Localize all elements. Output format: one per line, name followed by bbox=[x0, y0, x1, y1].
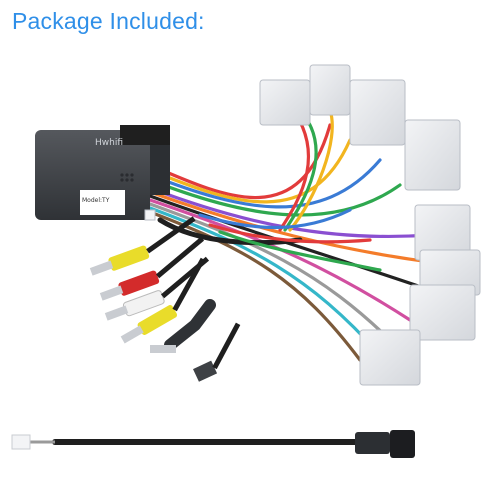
package-included-heading: Package Included: bbox=[12, 8, 205, 34]
module-model-line: Model:TY bbox=[82, 197, 110, 204]
decoder-box: Hwhifi Model:TY bbox=[35, 125, 170, 220]
harness-connectors bbox=[144, 64, 481, 386]
adapter-cable bbox=[11, 430, 415, 458]
rca-plugs bbox=[89, 216, 241, 382]
module-brand: Hwhifi bbox=[95, 138, 123, 148]
wire-bundle bbox=[148, 98, 432, 362]
